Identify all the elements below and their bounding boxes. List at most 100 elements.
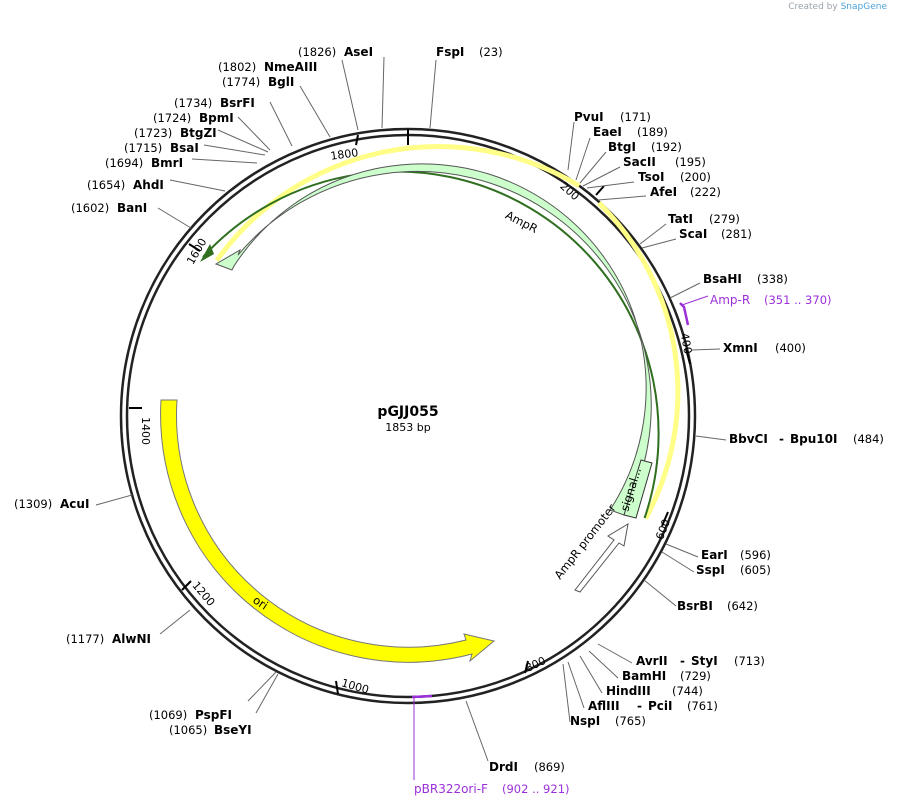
svg-text:-: - <box>637 699 642 713</box>
svg-text:(1065): (1065) <box>169 723 207 737</box>
snapgene-credit: Created by SnapGene <box>788 2 887 12</box>
snapgene-logo: SnapGene <box>840 2 887 12</box>
enzyme-afliii-pcii[interactable]: AflIII-PciI(761) <box>588 699 718 713</box>
ampr-outer-line-halo <box>214 144 581 262</box>
svg-text:(281): (281) <box>721 227 752 241</box>
svg-text:(744): (744) <box>672 684 703 698</box>
enzyme-bsahi[interactable]: BsaHI(338) <box>703 272 788 286</box>
svg-text:PvuI: PvuI <box>574 110 604 124</box>
enzyme-btgzi[interactable]: (1723) BtgZI <box>134 126 217 140</box>
svg-text:(1694): (1694) <box>105 156 143 170</box>
enzyme-bmri[interactable]: (1694) BmrI <box>105 156 183 170</box>
svg-text:(605): (605) <box>740 563 771 577</box>
primer-amp-r[interactable]: Amp-R (351 .. 370) <box>679 293 832 326</box>
enzyme-hindiii[interactable]: HindIII (744) <box>606 684 703 698</box>
svg-text:(192): (192) <box>651 140 682 154</box>
enzyme-eari[interactable]: EarI(596) <box>701 548 771 562</box>
svg-text:-: - <box>680 654 685 668</box>
svg-text:(1654): (1654) <box>87 178 125 192</box>
enzyme-bbvci-bpu10i[interactable]: BbvCI-Bpu10I(484) <box>729 432 884 446</box>
enzyme-afei[interactable]: AfeI(222) <box>650 185 721 199</box>
enzyme-tati[interactable]: TatI(279) <box>668 212 740 226</box>
enzyme-bsrbi[interactable]: BsrBI(642) <box>677 599 758 613</box>
enzyme-alwni[interactable]: (1177) AlwNI <box>66 632 151 646</box>
svg-text:(222): (222) <box>690 185 721 199</box>
svg-text:NmeAIII: NmeAIII <box>264 60 317 74</box>
svg-text:ScaI: ScaI <box>679 227 707 241</box>
svg-text:(1723): (1723) <box>134 126 172 140</box>
svg-text:BmrI: BmrI <box>151 156 183 170</box>
svg-text:(200): (200) <box>680 170 711 184</box>
feature-ampr-label: AmpR <box>503 208 540 236</box>
svg-text:StyI: StyI <box>691 654 718 668</box>
svg-text:EaeI: EaeI <box>593 125 622 139</box>
enzyme-eaei[interactable]: EaeI(189) <box>593 125 668 139</box>
svg-text:(1177): (1177) <box>66 632 104 646</box>
enzyme-sspi[interactable]: SspI(605) <box>696 563 771 577</box>
tick-1200-label: 1200 <box>189 579 217 609</box>
feature-ampr-arrow <box>214 163 652 516</box>
enzyme-sacii[interactable]: SacII(195) <box>623 155 706 169</box>
svg-text:AseI: AseI <box>344 45 373 59</box>
svg-text:(484): (484) <box>853 432 884 446</box>
svg-text:AlwNI: AlwNI <box>112 632 151 646</box>
svg-text:BsaHI: BsaHI <box>703 272 742 286</box>
tick-1000-label: 1000 <box>340 676 370 696</box>
enzyme-avrii-styi[interactable]: AvrII-StyI(713) <box>636 654 765 668</box>
svg-text:(279): (279) <box>709 212 740 226</box>
enzyme-acui[interactable]: (1309)AcuI <box>14 497 89 511</box>
tick-400-label: 400 <box>678 332 694 355</box>
svg-text:AcuI: AcuI <box>60 497 89 511</box>
svg-text:(1069): (1069) <box>149 708 187 722</box>
enzyme-xmni[interactable]: XmnI (400) <box>723 341 806 355</box>
svg-text:AhdI: AhdI <box>133 178 164 192</box>
enzyme-pspfi[interactable]: (1069) PspFI <box>149 708 232 722</box>
enzyme-bseyi[interactable]: (1065)BseYI <box>169 723 252 737</box>
enzyme-bgli[interactable]: (1774)BglI <box>222 75 294 89</box>
svg-text:(23): (23) <box>479 45 503 59</box>
enzyme-btgi[interactable]: BtgI(192) <box>608 140 682 154</box>
enzyme-bamhi[interactable]: BamHI(729) <box>622 669 711 683</box>
enzyme-asei[interactable]: (1826)AseI <box>298 45 373 59</box>
enzyme-nspi[interactable]: NspI(765) <box>570 714 646 728</box>
svg-text:(713): (713) <box>734 654 765 668</box>
svg-text:(869): (869) <box>534 760 565 774</box>
enzyme-fspi[interactable]: FspI (23) <box>436 45 503 59</box>
svg-text:FspI: FspI <box>436 45 464 59</box>
svg-text:BsaI: BsaI <box>170 141 199 155</box>
enzyme-nmeaiii[interactable]: (1802) NmeAIII <box>218 60 317 74</box>
svg-text:BtgZI: BtgZI <box>180 126 217 140</box>
svg-text:DrdI: DrdI <box>489 760 518 774</box>
enzyme-bani[interactable]: (1602) BanI <box>71 201 147 215</box>
enzyme-leaders <box>95 56 727 762</box>
enzyme-pvui[interactable]: PvuI (171) <box>574 110 651 124</box>
enzyme-bpmi[interactable]: (1724)BpmI <box>153 111 234 125</box>
svg-text:(1724): (1724) <box>153 111 191 125</box>
primer-pbr322ori-f[interactable]: pBR322ori-F (902 .. 921) <box>411 694 570 796</box>
ampr-outer-line-halo <box>597 201 681 520</box>
svg-text:PspFI: PspFI <box>195 708 232 722</box>
svg-text:XmnI: XmnI <box>723 341 758 355</box>
enzyme-tsoi[interactable]: TsoI (200) <box>638 170 711 184</box>
svg-text:Bpu10I: Bpu10I <box>790 432 837 446</box>
svg-text:(400): (400) <box>775 341 806 355</box>
feature-ori-arrow <box>160 399 496 663</box>
svg-text:BanI: BanI <box>117 201 147 215</box>
tick-400: 400 <box>678 332 694 365</box>
svg-text:(1602): (1602) <box>71 201 109 215</box>
enzyme-scai[interactable]: ScaI (281) <box>679 227 752 241</box>
svg-text:(765): (765) <box>615 714 646 728</box>
enzyme-ahdi[interactable]: (1654) AhdI <box>87 178 164 192</box>
feature-ori-label: ori <box>250 593 270 613</box>
enzyme-bsrfi[interactable]: (1734)BsrFI <box>174 96 255 110</box>
enzyme-drdi[interactable]: DrdI (869) <box>489 760 565 774</box>
svg-text:(171): (171) <box>620 110 651 124</box>
svg-text:SacII: SacII <box>623 155 656 169</box>
svg-text:EarI: EarI <box>701 548 728 562</box>
enzyme-bsai[interactable]: (1715)BsaI <box>124 141 199 155</box>
svg-text:HindIII: HindIII <box>606 684 651 698</box>
svg-text:TsoI: TsoI <box>638 170 664 184</box>
svg-text:(1802): (1802) <box>218 60 256 74</box>
svg-text:(729): (729) <box>680 669 711 683</box>
